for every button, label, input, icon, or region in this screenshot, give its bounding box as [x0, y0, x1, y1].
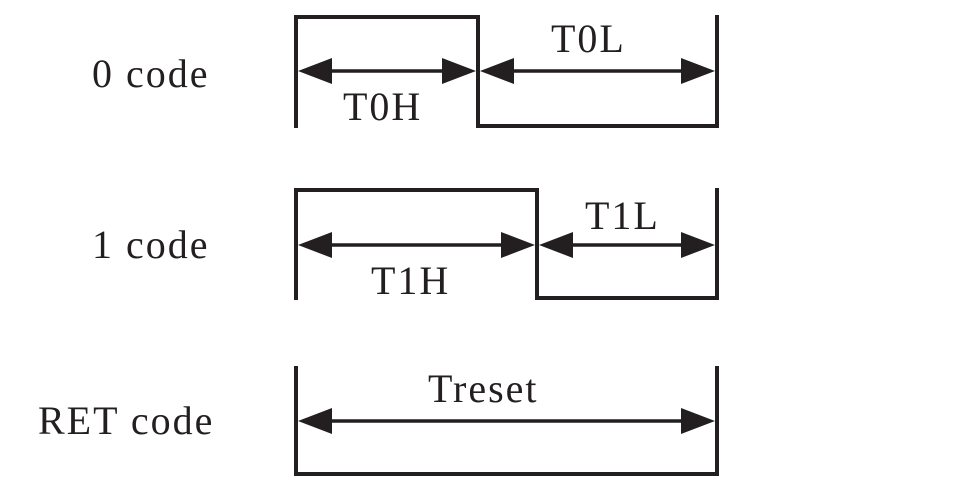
- row-label-1-code: 1 code: [92, 222, 210, 267]
- arrow-right-head: [442, 58, 476, 84]
- segment-label-t0h: T0H: [343, 84, 422, 129]
- arrow-right-head: [501, 232, 535, 258]
- row-1-code: 1 code T1H T1L: [92, 188, 719, 303]
- waveform-1-code: [294, 188, 719, 300]
- arrow-left-head: [298, 58, 332, 84]
- row-label-ret-code: RET code: [38, 398, 214, 443]
- arrow-right-head: [681, 408, 715, 434]
- arrow-left-head: [298, 232, 332, 258]
- arrow-right-head: [681, 232, 715, 258]
- arrow-t1h: [298, 232, 535, 258]
- row-ret-code: RET code Treset: [38, 366, 719, 476]
- arrow-t0l: [480, 58, 715, 84]
- waveform-ret-code: [294, 366, 719, 476]
- row-0-code: 0 code T0H T0L: [92, 15, 719, 129]
- waveform-0-code: [294, 15, 719, 128]
- segment-label-treset: Treset: [428, 366, 539, 411]
- segment-label-t1l: T1L: [585, 193, 660, 238]
- arrow-treset: [298, 408, 715, 434]
- row-label-0-code: 0 code: [92, 51, 210, 96]
- arrow-right-head: [681, 58, 715, 84]
- segment-label-t0l: T0L: [551, 16, 626, 61]
- arrow-left-head: [480, 58, 514, 84]
- segment-label-t1h: T1H: [371, 258, 450, 303]
- arrow-t1l: [539, 232, 715, 258]
- arrow-left-head: [539, 232, 573, 258]
- arrow-left-head: [298, 408, 332, 434]
- arrow-t0h: [298, 58, 476, 84]
